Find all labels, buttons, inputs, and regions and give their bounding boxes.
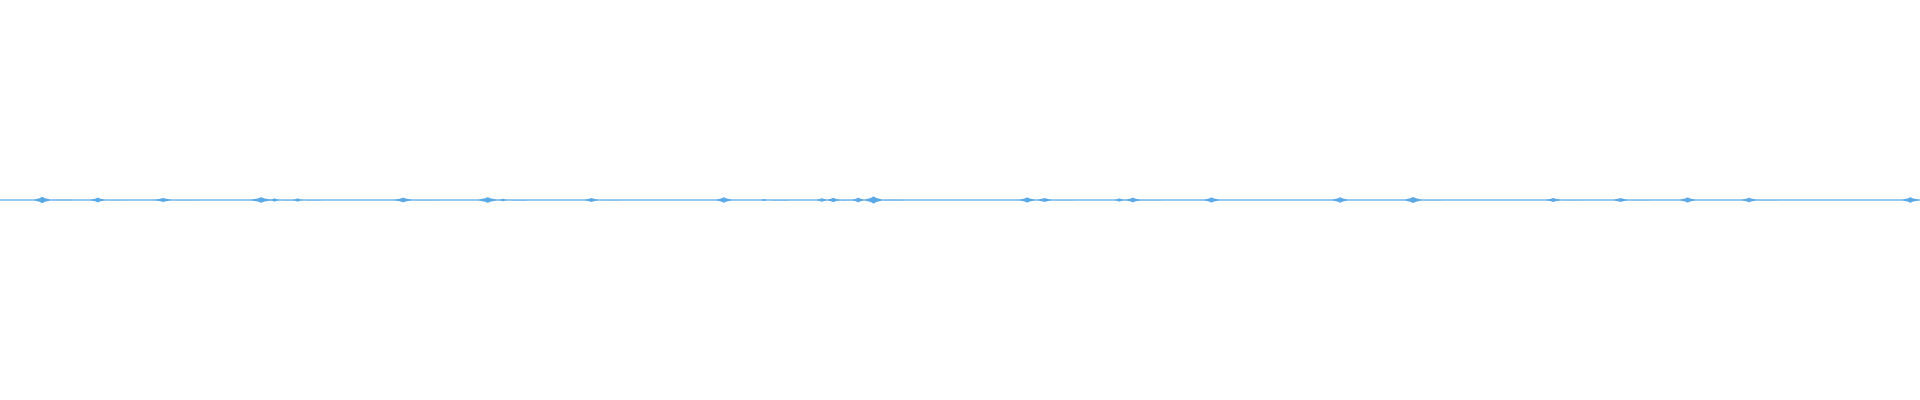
waveform-peak [1609, 198, 1631, 202]
waveform-peak [1110, 198, 1128, 202]
waveform-peak-tail [772, 199, 788, 201]
waveform-peak [813, 198, 831, 202]
waveform-peak [1899, 197, 1920, 203]
waveform-peak [475, 197, 501, 203]
waveform-peak-tail [511, 199, 527, 201]
waveform-peak [580, 198, 602, 202]
waveform-peak-tail [734, 199, 754, 201]
waveform-peak-tail [841, 199, 858, 201]
waveform-peak-tail [306, 199, 322, 201]
waveform-peak [390, 197, 416, 203]
waveform-peak [1122, 197, 1144, 203]
waveform-peak [849, 197, 867, 203]
waveform-peak-tail [1222, 199, 1242, 201]
waveform-peak [248, 197, 274, 203]
waveform-peak-tail [1350, 199, 1370, 201]
waveform-peak [87, 197, 109, 203]
waveform-peak [1677, 197, 1699, 203]
waveform-peak [1402, 197, 1424, 203]
waveform-peak-tail [52, 199, 72, 201]
waveform-peaks [31, 196, 1920, 204]
waveform-peak [1033, 198, 1055, 202]
waveform-peak [824, 197, 842, 203]
waveform-peak [755, 199, 773, 201]
waveform-peak-tail [1759, 199, 1779, 201]
waveform-peak-tail [1055, 199, 1075, 201]
waveform-peak-tail [1143, 199, 1163, 201]
waveform-peak-tail [1423, 199, 1443, 201]
waveform-peak [31, 196, 53, 204]
waveform-peak [1201, 197, 1223, 203]
waveform-peak [494, 198, 512, 202]
waveform-peak-tail [1631, 199, 1651, 201]
waveform-peak [266, 198, 283, 202]
waveform-peak-tail [1563, 199, 1583, 201]
waveform-peak [1542, 198, 1564, 202]
waveform-peak-tail [1698, 199, 1718, 201]
waveform-peak [150, 198, 176, 202]
waveform-peak [289, 198, 306, 202]
waveform-peak-tail [415, 199, 439, 201]
waveform-peak-tail [108, 199, 128, 201]
waveform-peak [1329, 197, 1351, 203]
waveform-peak-tail [601, 199, 622, 201]
waveform-peak [1016, 197, 1038, 203]
waveform-peak [863, 196, 885, 204]
waveform-peak-tail [175, 199, 199, 201]
waveform-peak-tail [884, 199, 904, 201]
waveform-peak [1738, 197, 1760, 203]
waveform-peak [713, 197, 735, 203]
